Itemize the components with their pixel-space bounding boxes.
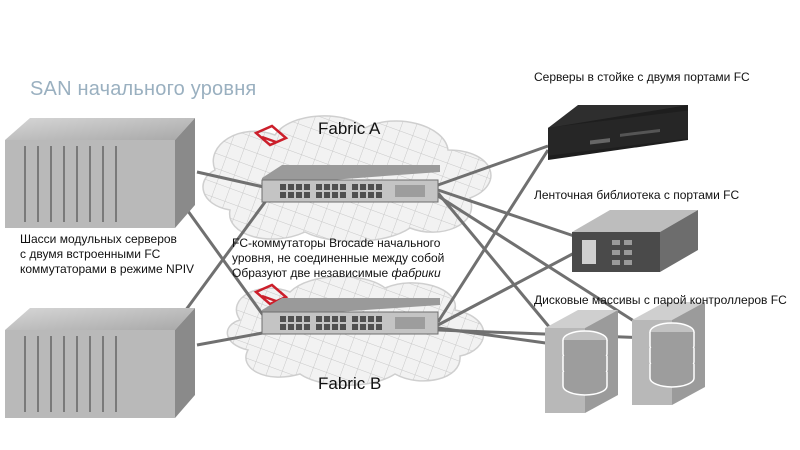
- fabric-b-label: Fabric B: [318, 374, 382, 393]
- brocade-logo-icon: [253, 124, 289, 147]
- fc-switch-a: [261, 165, 440, 203]
- fc-switch-b: [261, 298, 440, 335]
- switches-label-line2: уровня, не соединенные между собой: [232, 251, 445, 265]
- disk-arrays-label: Дисковые массивы с парой контроллеров FC: [534, 293, 787, 307]
- switches-label-line3: Образуют две независимые фабрики: [232, 266, 444, 281]
- link-chassis1-switchB: [178, 199, 270, 323]
- rack-servers-label: Серверы в стойке с двумя портами FC: [534, 70, 750, 84]
- blade-chassis-icon: [5, 308, 195, 418]
- tape-library-icon: [572, 210, 698, 272]
- link-switchB-server: [436, 149, 550, 323]
- switches-label-emphasis: фабрики: [391, 266, 441, 280]
- blade-chassis-label-line2: с двумя встроенными FC: [20, 247, 161, 261]
- disk-array-icon: [545, 310, 618, 413]
- rack-server-icon: [548, 105, 688, 160]
- disk-array-icon: [632, 302, 705, 405]
- blade-chassis-label-line1: Шасси модульных серверов: [20, 232, 177, 246]
- link-switchA-disk2: [437, 194, 649, 332]
- switches-label-line1: FC-коммутаторы Brocade начального: [232, 236, 441, 250]
- page-title: SAN начального уровня: [30, 78, 257, 100]
- blade-chassis-label: Шасси модульных серверов с двумя встроен…: [20, 232, 194, 277]
- link-switchA-disk1: [436, 192, 562, 341]
- fc-links: [178, 144, 649, 347]
- brocade-logo-icon: [253, 283, 289, 306]
- link-switchA-tape: [437, 188, 581, 240]
- link-switchB-tape: [437, 248, 581, 327]
- fabric-a-label: Fabric A: [318, 119, 381, 138]
- link-chassis2-switchB: [196, 330, 269, 347]
- blade-chassis-label-line3: коммутаторами в режиме NPIV: [20, 262, 195, 276]
- link-chassis1-switchA: [196, 170, 269, 190]
- link-chassis2-switchA: [178, 197, 270, 319]
- blade-chassis-icon: [5, 118, 195, 228]
- link-switchA-server: [437, 144, 549, 187]
- switches-label: FC-коммутаторы Brocade начального уровня…: [232, 236, 444, 281]
- tape-library-label: Ленточная библиотека с портами FC: [534, 188, 740, 202]
- switches-label-text: Образуют две независимые: [232, 266, 389, 280]
